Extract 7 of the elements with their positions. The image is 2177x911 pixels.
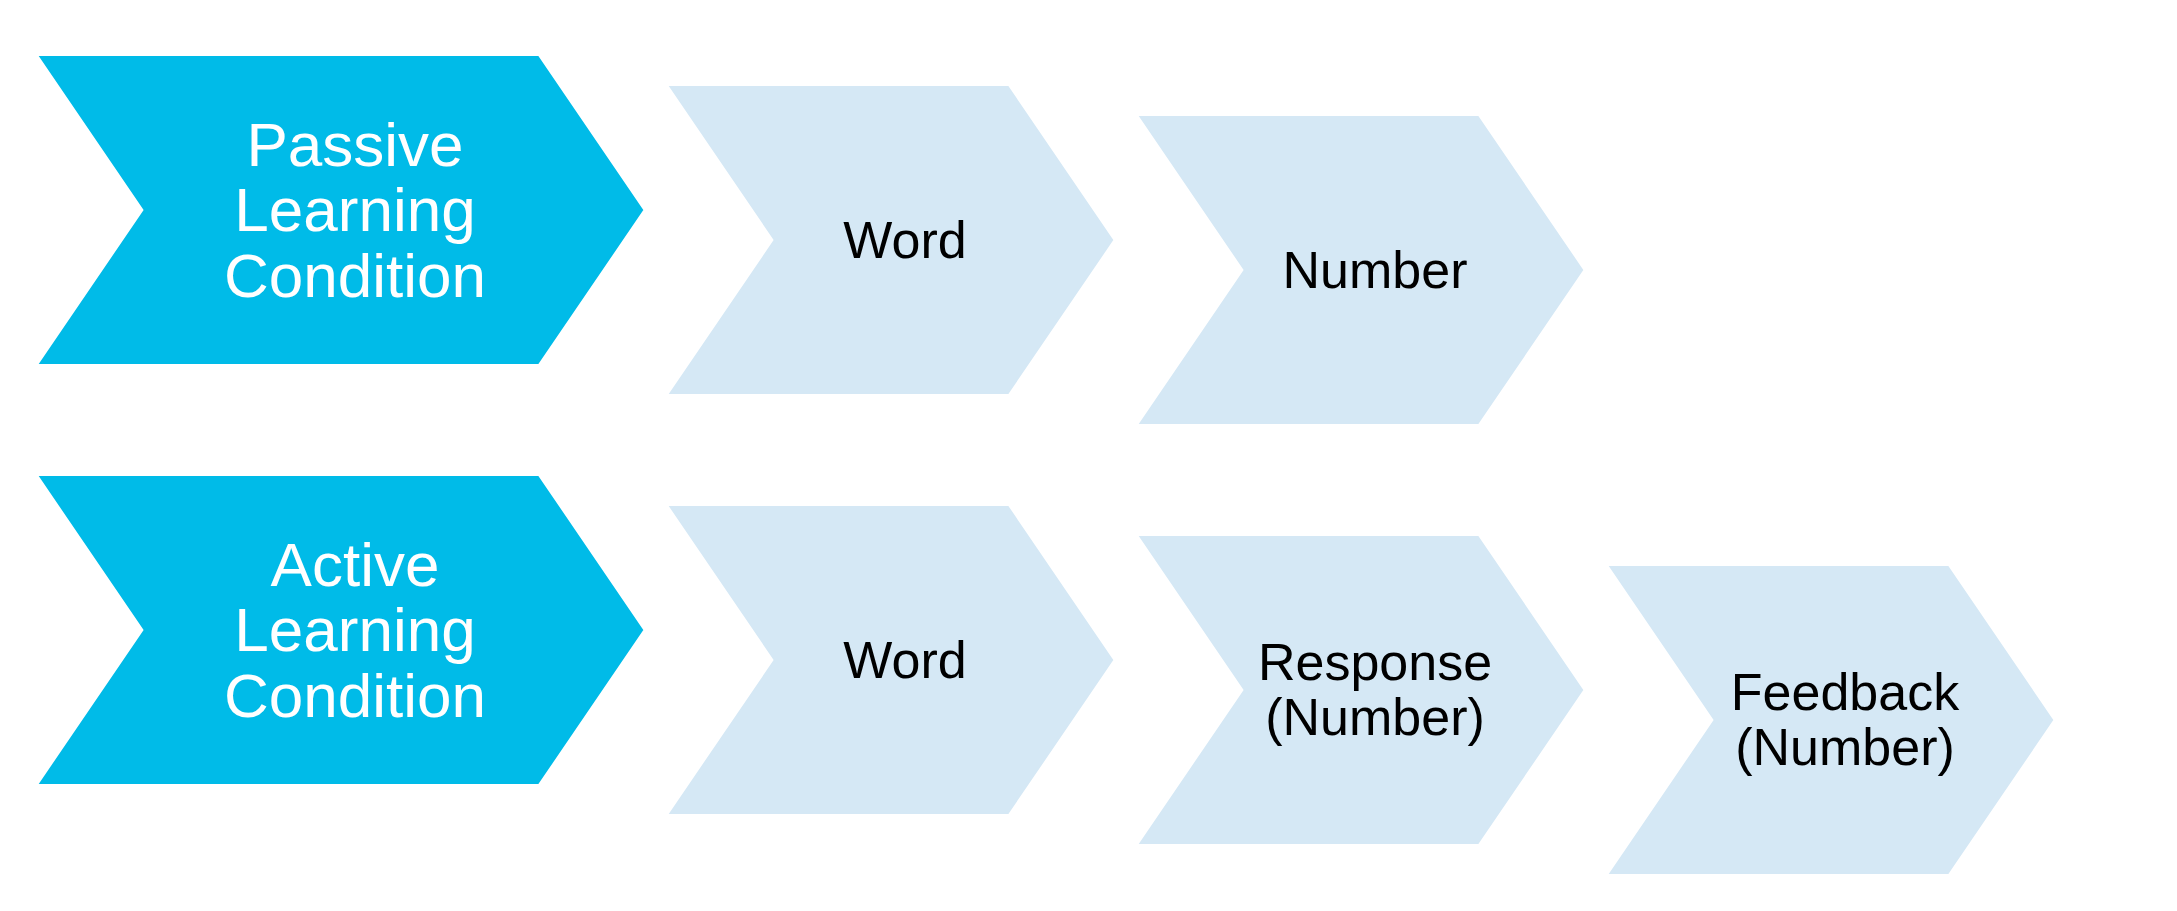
step-label: Active Learning Condition xyxy=(223,532,487,728)
step-label: Word xyxy=(843,632,967,688)
step-label: Number xyxy=(1282,242,1468,298)
step-label: Feedback (Number) xyxy=(1730,665,1960,775)
step-label: Passive Learning Condition xyxy=(223,112,487,308)
step-label: Response (Number) xyxy=(1257,635,1493,745)
step-label: Word xyxy=(843,212,967,268)
